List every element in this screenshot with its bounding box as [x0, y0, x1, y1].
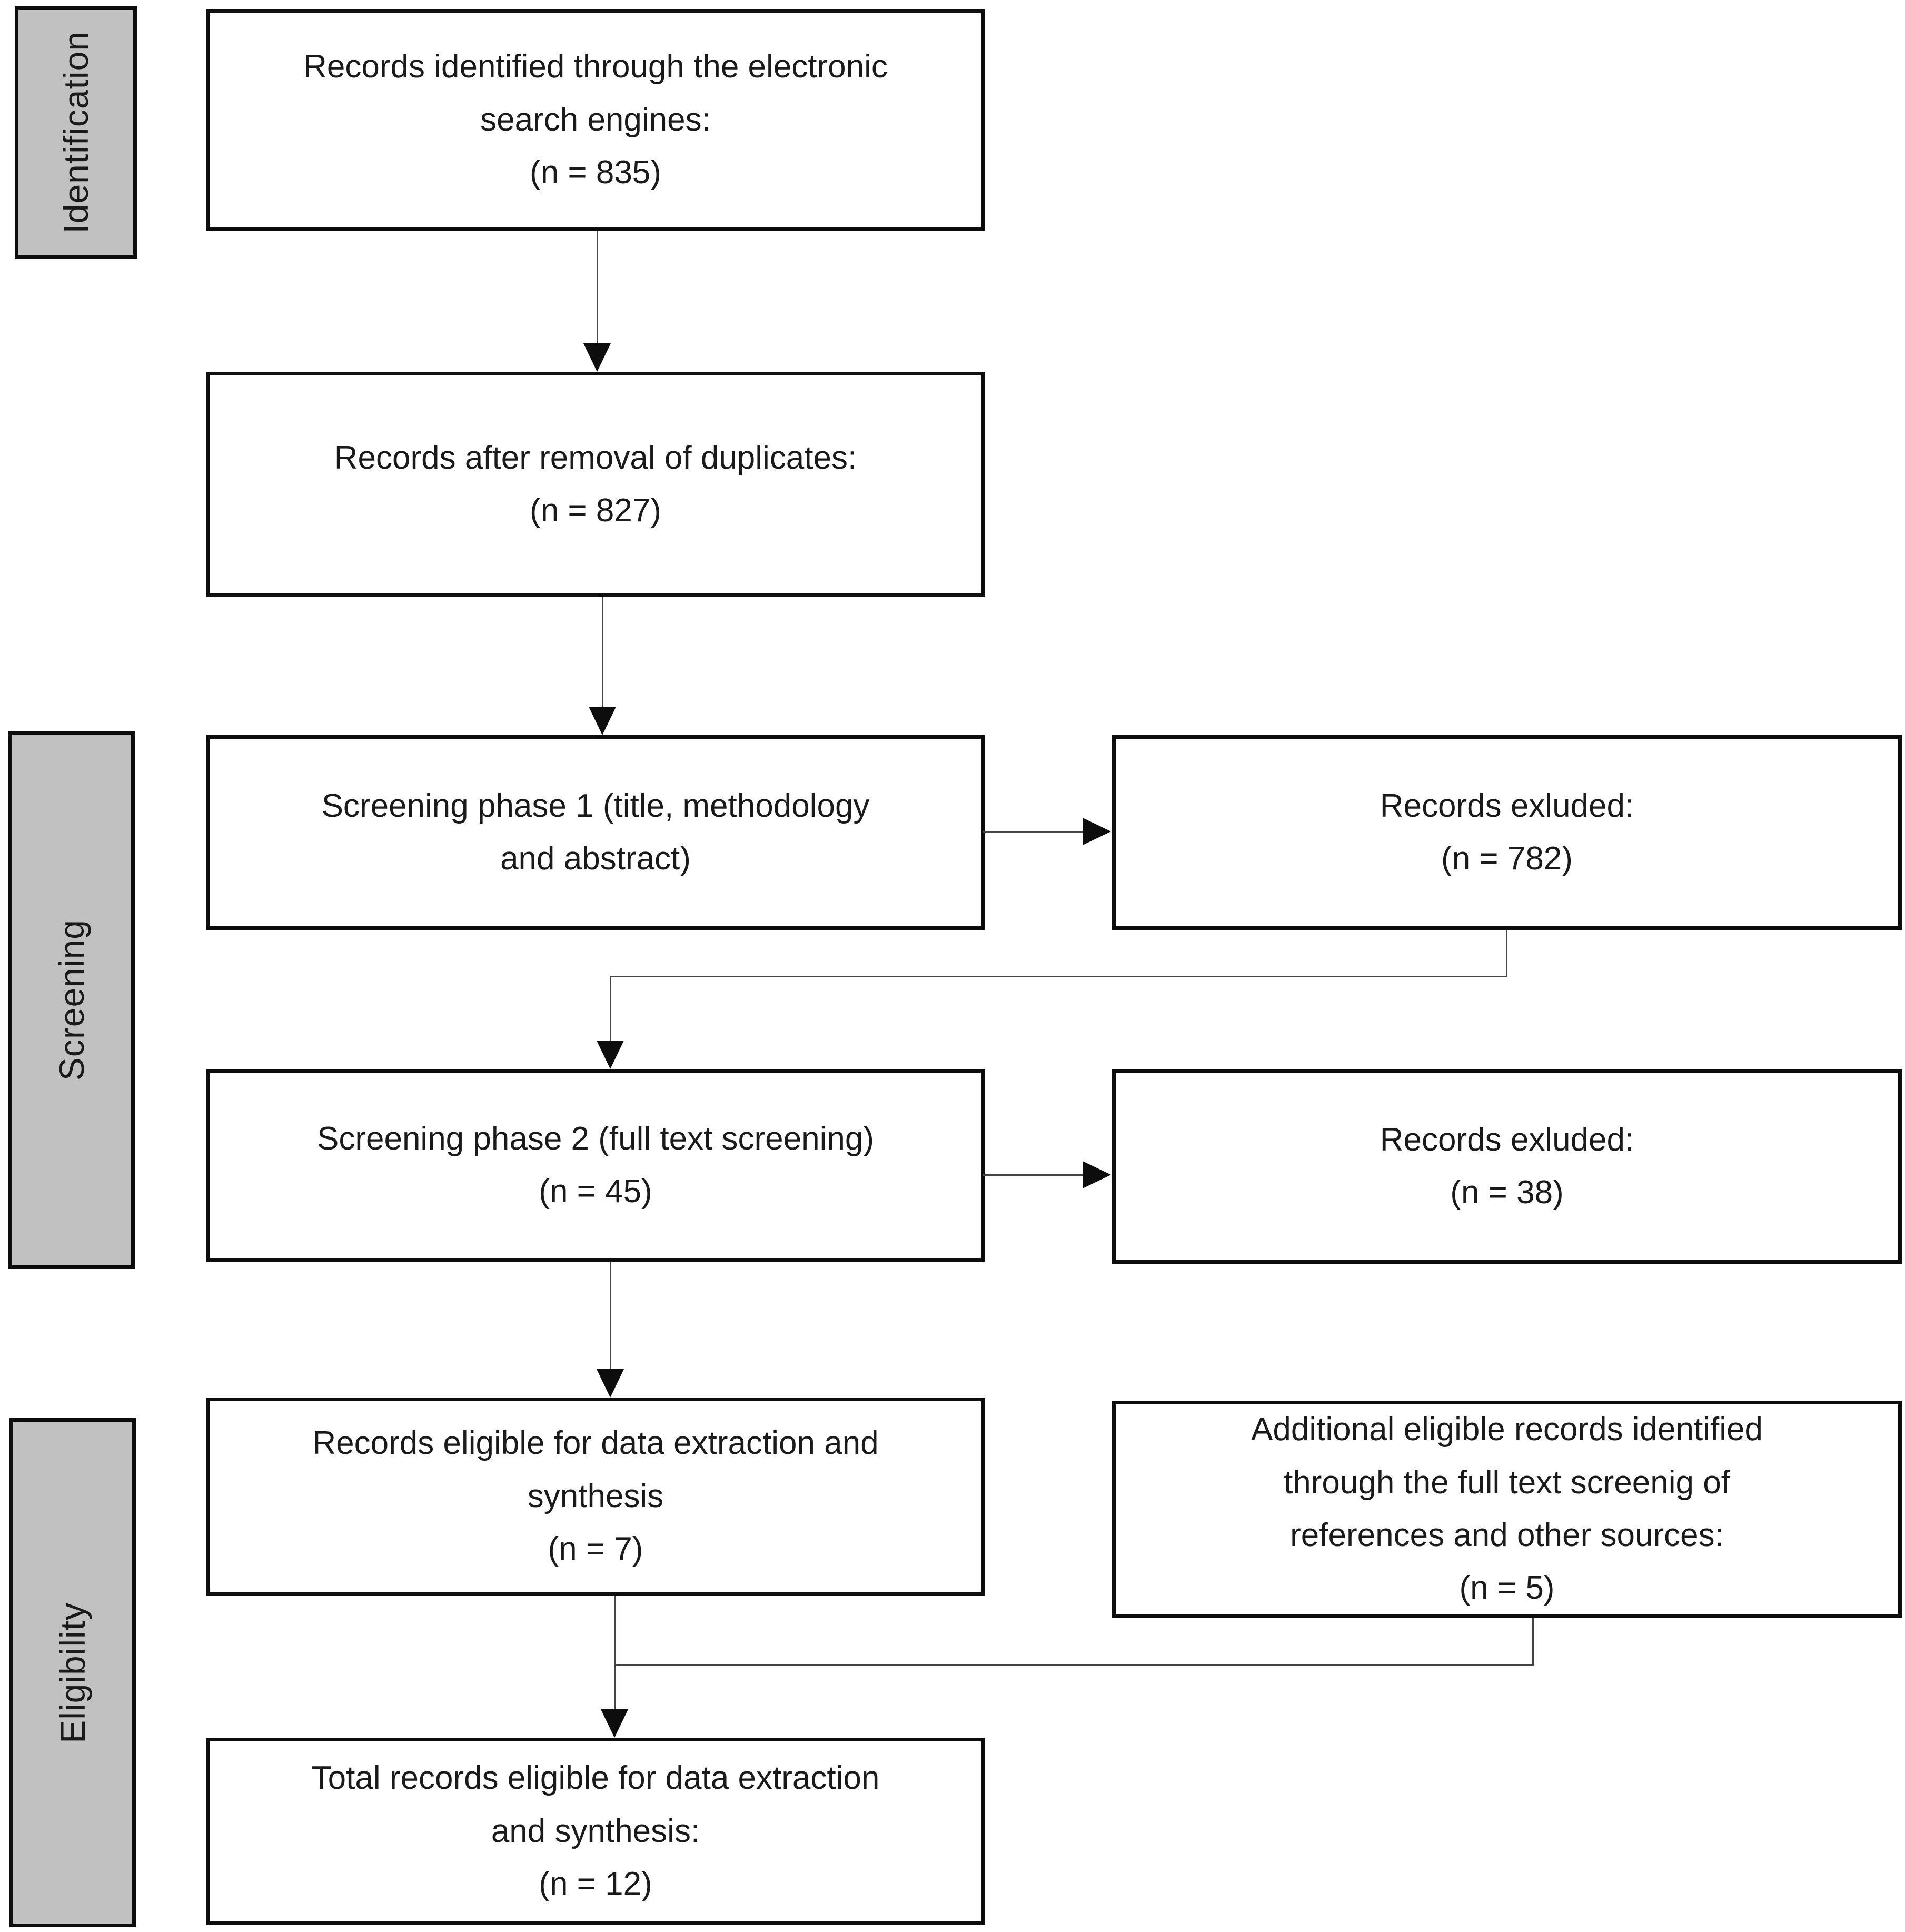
arrowhead-right-screening2-to-excluded2	[1083, 1161, 1111, 1188]
connector-additional-elbow-horizontal	[614, 1664, 1534, 1666]
box-records-after-duplicates-text: Records after removal of duplicates: (n …	[334, 439, 857, 529]
arrowhead-down-into-screening2	[597, 1041, 624, 1069]
connector-duplicates-to-screening1	[602, 597, 603, 708]
arrowhead-down-duplicates-to-screening1	[589, 707, 616, 735]
phase-label-identification-text: Identification	[56, 31, 95, 234]
arrowhead-down-screening2-to-eligible	[597, 1369, 624, 1398]
arrowhead-down-into-total	[601, 1709, 628, 1738]
box-screening-phase-2-text: Screening phase 2 (full text screening) …	[316, 1120, 875, 1210]
box-screening-phase-1: Screening phase 1 (title, methodology an…	[206, 735, 985, 930]
connector-screening2-to-eligible	[610, 1262, 611, 1370]
phase-label-screening: Screening	[8, 731, 135, 1269]
box-records-eligible-text: Records eligible for data extraction and…	[312, 1425, 879, 1568]
phase-label-identification: Identification	[15, 6, 137, 259]
phase-label-screening-text: Screening	[52, 919, 91, 1081]
connector-additional-elbow-down	[1532, 1618, 1534, 1666]
connector-screening2-to-excluded2	[983, 1174, 1084, 1176]
connector-identified-to-duplicates	[597, 231, 598, 344]
box-total-records-text: Total records eligible for data extracti…	[311, 1760, 880, 1903]
connector-excluded1-elbow-down	[1506, 930, 1507, 977]
box-records-excluded-phase-2: Records exluded: (n = 38)	[1112, 1069, 1902, 1264]
arrowhead-down-identified-to-duplicates	[583, 343, 611, 372]
box-additional-records-text: Additional eligible records identified t…	[1251, 1411, 1763, 1607]
box-records-identified-text: Records identified through the electroni…	[303, 48, 888, 191]
arrowhead-right-screening1-to-excluded1	[1083, 818, 1111, 845]
box-additional-records: Additional eligible records identified t…	[1112, 1401, 1902, 1618]
box-records-identified: Records identified through the electroni…	[206, 9, 985, 231]
connector-excluded1-elbow-horizontal	[610, 976, 1507, 977]
phase-label-eligibility-text: Eligibility	[53, 1602, 92, 1743]
box-records-excluded-phase-1: Records exluded: (n = 782)	[1112, 735, 1902, 930]
box-records-after-duplicates: Records after removal of duplicates: (n …	[206, 372, 985, 597]
connector-screening1-to-excluded1	[983, 831, 1084, 833]
box-records-excluded-phase-1-text: Records exluded: (n = 782)	[1380, 787, 1634, 877]
connector-excluded1-elbow-to-screening2	[610, 976, 611, 1042]
box-screening-phase-2: Screening phase 2 (full text screening) …	[206, 1069, 985, 1262]
connector-eligible-to-total	[614, 1596, 616, 1710]
box-records-eligible: Records eligible for data extraction and…	[206, 1398, 985, 1596]
box-total-records: Total records eligible for data extracti…	[206, 1738, 985, 1925]
box-screening-phase-1-text: Screening phase 1 (title, methodology an…	[321, 787, 870, 877]
box-records-excluded-phase-2-text: Records exluded: (n = 38)	[1380, 1121, 1634, 1211]
phase-label-eligibility: Eligibility	[9, 1418, 136, 1927]
